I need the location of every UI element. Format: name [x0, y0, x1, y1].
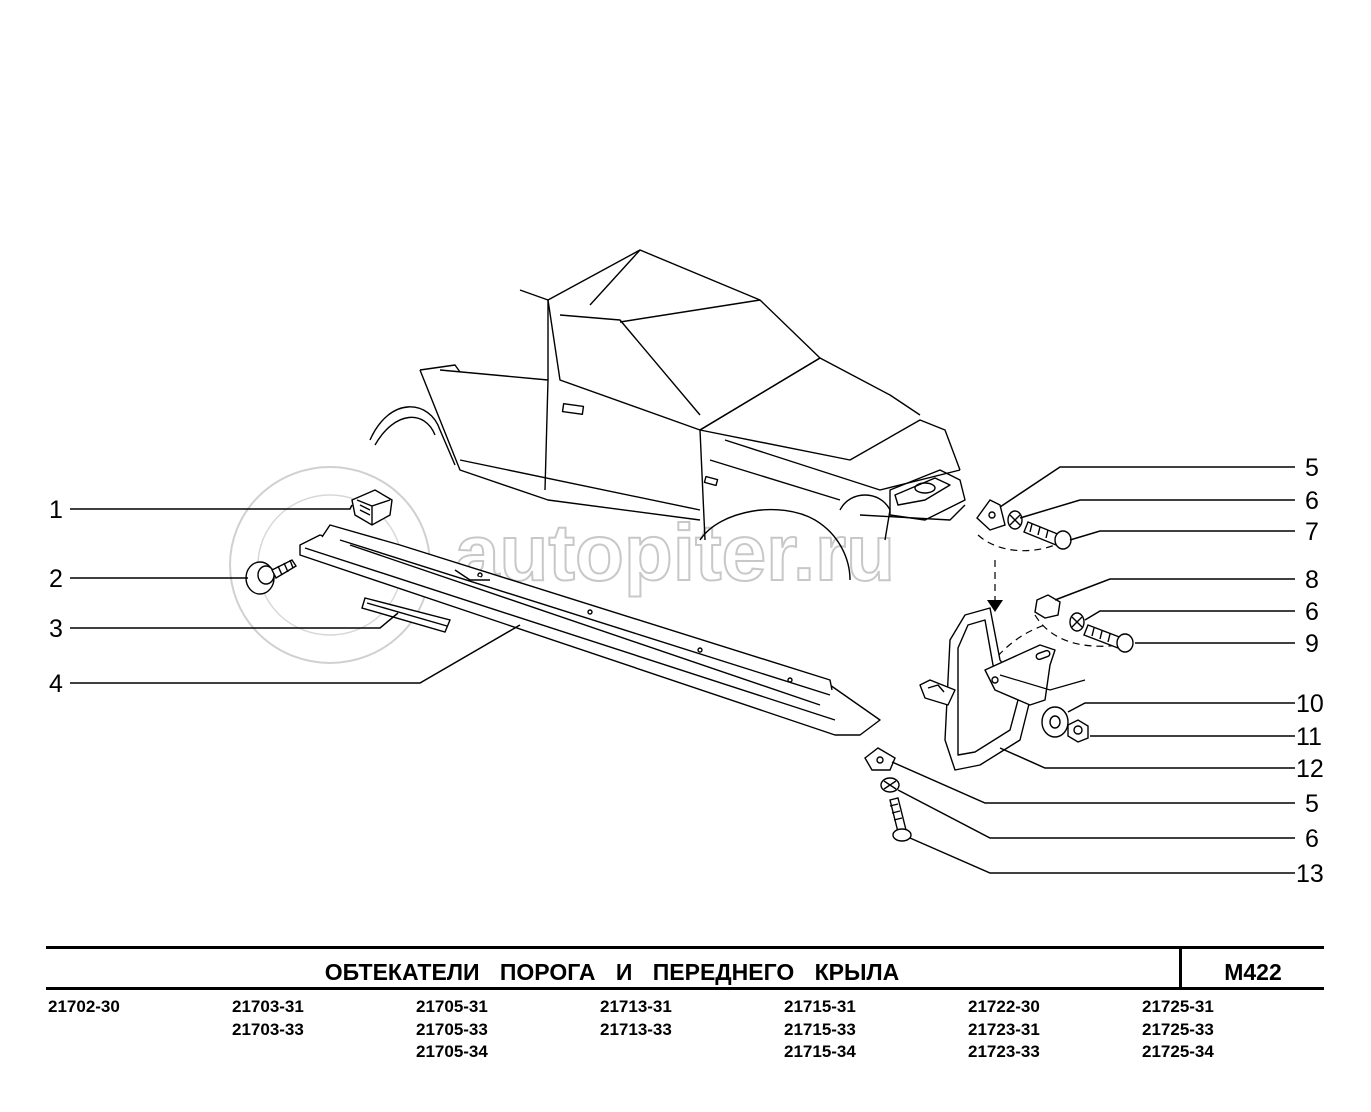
callout-labels: 1 2 3 4 5 6 7 8 6 9 10 11 12 5 6 13 — [49, 454, 1324, 888]
model-code: 21705-31 — [416, 997, 488, 1016]
diagram-code: M422 — [1224, 959, 1282, 985]
callout-label: 11 — [1296, 723, 1322, 751]
screw-part — [889, 797, 912, 842]
model-code: 21725-31 — [1142, 997, 1214, 1016]
model-code: 21702-30 — [48, 997, 120, 1016]
model-code: 21713-31 — [600, 997, 672, 1016]
watermark: autopiter.ru — [229, 466, 896, 664]
clip-part — [351, 489, 393, 526]
model-code: 21703-31 — [232, 997, 304, 1016]
pad-part — [361, 597, 451, 633]
model-column: 21702-30 — [48, 996, 120, 1019]
callout-label: 13 — [1296, 860, 1324, 888]
bracket-part — [864, 747, 896, 771]
callout-label: 6 — [1305, 825, 1319, 853]
screw-part — [245, 559, 297, 595]
model-code: 21715-34 — [784, 1042, 856, 1061]
title-divider — [1179, 949, 1182, 987]
callout-label: 12 — [1296, 755, 1324, 783]
model-code: 21705-33 — [416, 1019, 488, 1039]
model-code: 21715-33 — [784, 1019, 856, 1039]
leader-lines — [70, 466, 1295, 874]
assembly-lines — [977, 534, 1121, 666]
nut-clip-part — [1034, 594, 1061, 619]
model-code: 21715-31 — [784, 997, 856, 1016]
watermark-text: autopiter.ru — [455, 508, 895, 597]
model-code: 21725-34 — [1142, 1042, 1214, 1061]
model-column: 21715-31 21715-33 21715-34 — [784, 996, 856, 1064]
nut-part — [1067, 719, 1089, 743]
title-bar: ОБТЕКАТЕЛИ ПОРОГА И ПЕРЕДНЕГО КРЫЛА M422 — [46, 946, 1324, 990]
callout-label: 8 — [1305, 566, 1319, 594]
sill-fairing — [299, 524, 881, 736]
car-outline — [369, 249, 966, 581]
callout-label: 2 — [49, 565, 63, 593]
washer-part — [1069, 612, 1085, 632]
model-code: 21725-33 — [1142, 1019, 1214, 1039]
mudflap-part — [919, 607, 1056, 771]
callout-label: 9 — [1305, 630, 1319, 658]
model-code: 21722-30 — [968, 997, 1040, 1016]
bracket-part — [976, 499, 1006, 531]
washer-part — [880, 777, 900, 793]
model-code: 21723-33 — [968, 1042, 1040, 1061]
arrow-icon — [987, 600, 1003, 612]
bolt-part — [1023, 521, 1072, 550]
page-title: ОБТЕКАТЕЛИ ПОРОГА И ПЕРЕДНЕГО КРЫЛА — [324, 959, 900, 985]
model-column: 21722-30 21723-31 21723-33 — [968, 996, 1040, 1064]
model-column: 21705-31 21705-33 21705-34 — [416, 996, 488, 1064]
callout-label: 5 — [1305, 790, 1319, 818]
bolt-part — [1083, 624, 1134, 653]
washer-part — [1007, 510, 1023, 530]
callout-label: 5 — [1305, 454, 1319, 482]
callout-label: 4 — [49, 670, 63, 698]
washer-part — [1041, 706, 1069, 738]
callout-label: 7 — [1305, 518, 1319, 546]
callout-label: 10 — [1296, 690, 1324, 718]
leader-line — [999, 674, 1086, 691]
model-code: 21705-34 — [416, 1042, 488, 1061]
model-code: 21713-33 — [600, 1019, 672, 1039]
model-column: 21713-31 21713-33 — [600, 996, 672, 1041]
callout-label: 1 — [49, 496, 63, 524]
callout-label: 6 — [1305, 487, 1319, 515]
callout-label: 6 — [1305, 598, 1319, 626]
model-column: 21725-31 21725-33 21725-34 — [1142, 996, 1214, 1064]
model-column: 21703-31 21703-33 — [232, 996, 304, 1041]
model-code: 21703-33 — [232, 1019, 304, 1039]
parts-diagram: autopiter.ru — [49, 249, 1324, 888]
callout-label: 3 — [49, 615, 63, 643]
model-code: 21723-31 — [968, 1019, 1040, 1039]
